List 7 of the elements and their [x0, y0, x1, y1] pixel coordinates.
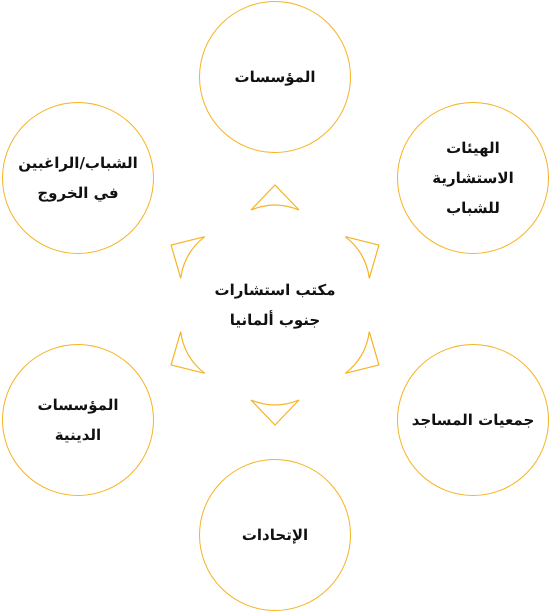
circle-node: المؤسسات الدينية — [2, 344, 154, 496]
circle-node: الشباب/الراغبين في الخروج — [2, 102, 154, 254]
circle-node: الهيئات الاستشارية للشباب — [397, 102, 549, 254]
center-label: مكتب استشارات جنوب ألمانيا — [214, 280, 336, 331]
circle-node: المؤسسات — [199, 1, 351, 153]
circle-node: جمعيات المساجد — [397, 344, 549, 496]
circle-node: الإتحادات — [199, 459, 351, 611]
